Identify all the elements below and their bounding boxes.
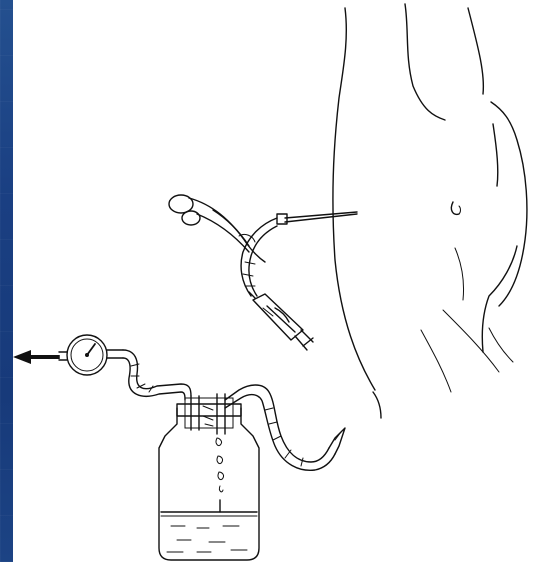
- clamp-forceps: [169, 195, 265, 262]
- needle: [277, 212, 357, 224]
- vacuum-gauge: [59, 335, 123, 375]
- connection-tube: [123, 350, 191, 400]
- navel: [451, 202, 460, 214]
- collection-bottle: [159, 394, 259, 560]
- patient-torso: [333, 4, 527, 418]
- syringe: [249, 292, 313, 350]
- drainage-setup-illustration: [13, 0, 539, 562]
- suction-arrow: [13, 350, 59, 364]
- drain-tube: [225, 385, 345, 470]
- illustration-panel: [13, 0, 539, 562]
